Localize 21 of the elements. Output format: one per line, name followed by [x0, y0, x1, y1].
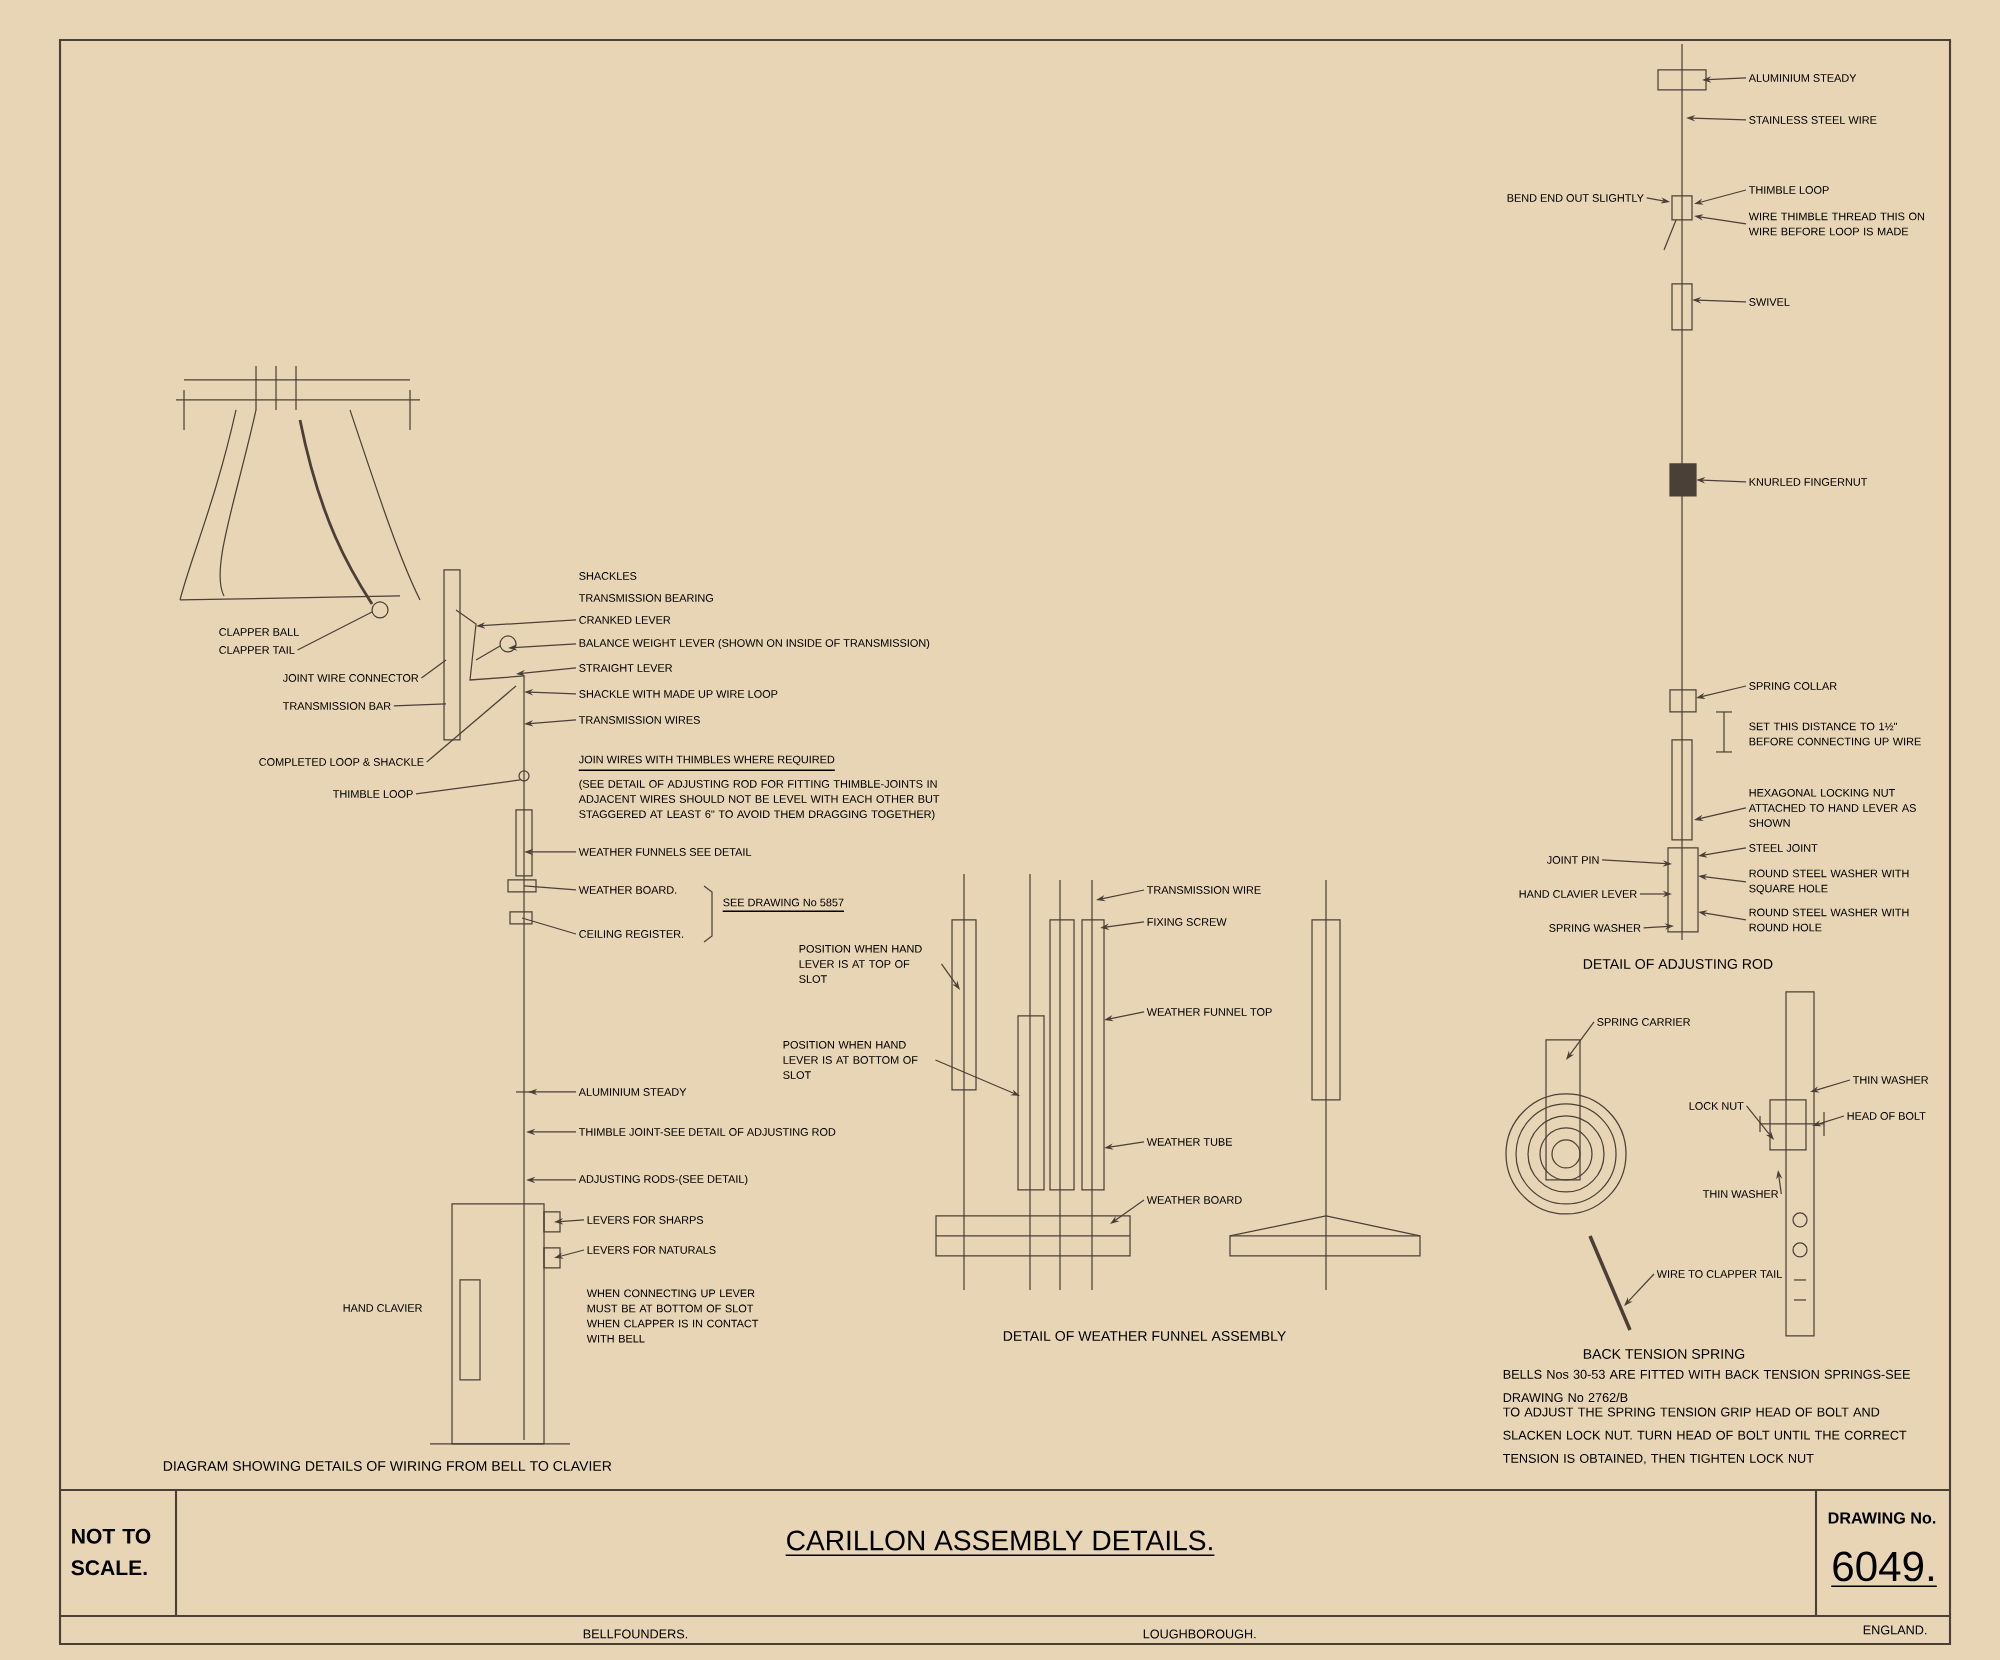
drawing-number-label: DRAWING No. — [1828, 1512, 1936, 1524]
leader-line — [521, 917, 577, 935]
leader-line — [393, 703, 447, 707]
adjusting-rod-drawing — [1657, 43, 1707, 941]
tension-spring-drawing — [1505, 1039, 1632, 1331]
leader-line — [1624, 1273, 1655, 1306]
leader-line — [420, 659, 447, 679]
leader-line — [1566, 1021, 1595, 1060]
leader-line — [1745, 1105, 1774, 1140]
wiring-drawing — [429, 569, 571, 1445]
scale-note: NOT TO SCALE. — [71, 1528, 151, 1576]
title-text: CARILLON ASSEMBLY DETAILS. — [785, 1530, 1216, 1557]
leader-line — [940, 963, 960, 990]
weather-funnel-drawing — [935, 873, 1131, 1291]
leader-line — [523, 885, 577, 891]
leader-line — [426, 685, 517, 763]
leader-line — [1110, 1199, 1145, 1224]
leader-line — [415, 779, 521, 795]
drawing-number: 6049. — [1830, 1551, 1938, 1587]
leader-line — [296, 611, 373, 651]
bell-drawing — [175, 365, 421, 619]
